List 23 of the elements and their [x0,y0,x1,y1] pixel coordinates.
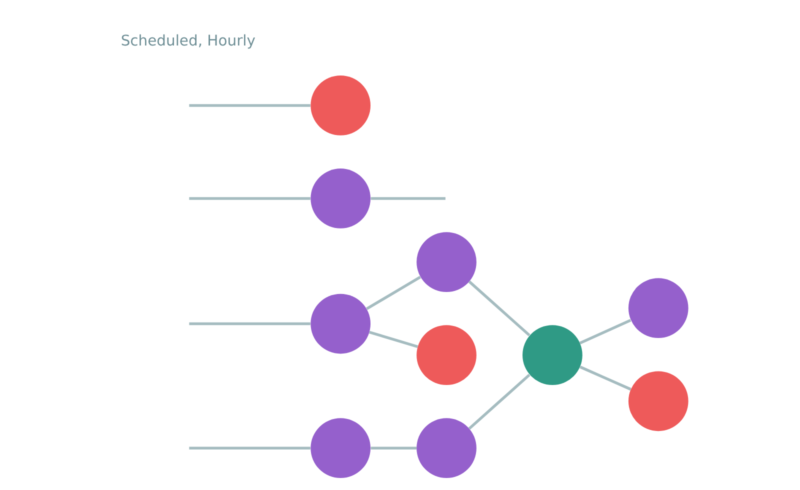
connector [370,197,446,200]
node-circle [416,232,476,292]
connector [369,330,418,348]
connector [468,280,530,336]
node-circle [310,168,371,228]
connector [468,374,530,430]
node-circle [628,278,688,338]
connector [580,366,632,391]
node-circle [522,325,582,386]
label: Scheduled, Hourly [120,32,256,50]
connector [189,446,310,450]
connector [189,197,310,200]
node-circle [416,325,476,386]
node-circle [416,418,476,478]
connector [370,446,417,450]
connector [189,104,310,107]
connector [366,276,421,310]
node-circle [310,294,371,354]
node-circle [628,371,688,432]
connector [579,318,632,344]
connector [189,322,310,326]
node-circle [310,418,371,478]
node-circle [310,76,371,136]
